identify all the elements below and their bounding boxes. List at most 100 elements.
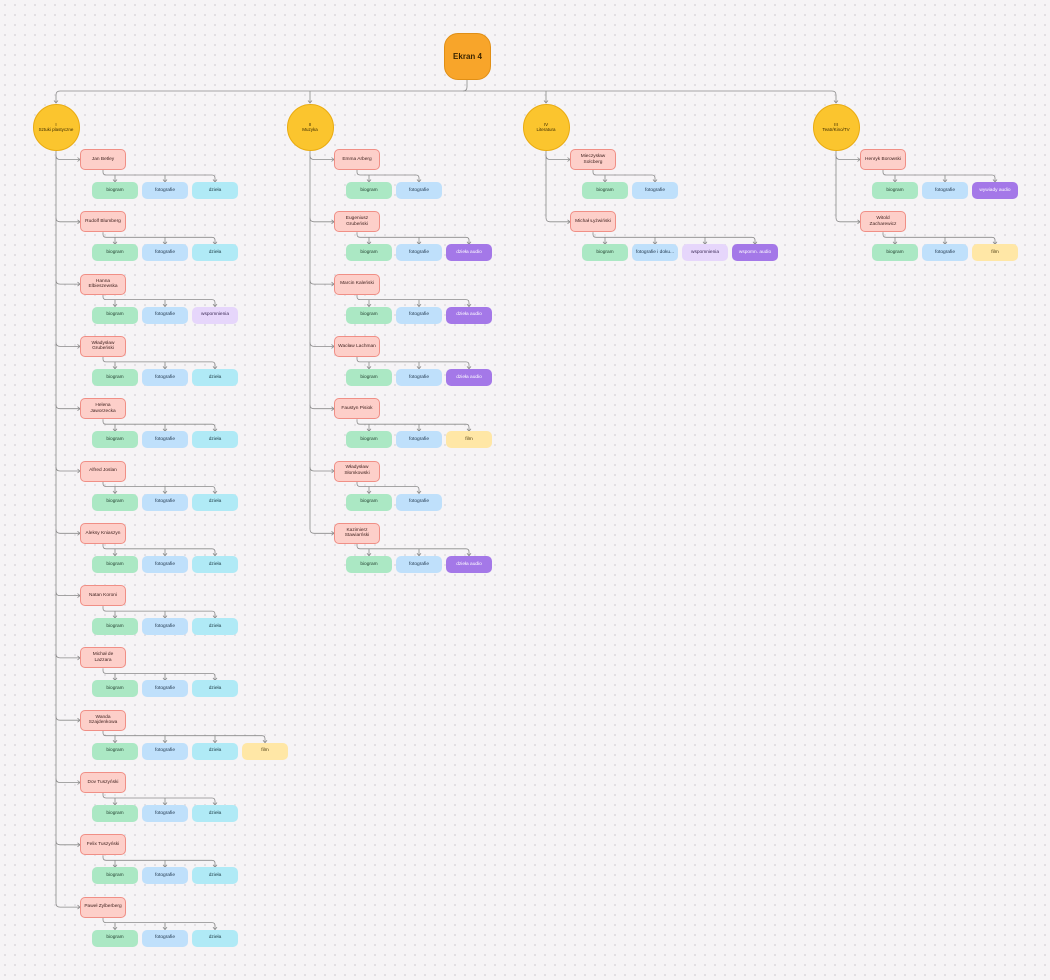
person-node-eugeniusz-grube-ski[interactable]: Eugeniusz Grubeński	[334, 211, 380, 233]
leaf-fotografie-alfred-joslan[interactable]: fotografie	[142, 493, 188, 511]
leaf-biogram-wac-aw-lachman[interactable]: biogram	[346, 368, 392, 386]
person-node-pawe-zylberberg[interactable]: Paweł Zylberberg	[80, 896, 126, 918]
leaf-fotografie-pawe-zylberberg[interactable]: fotografie	[142, 929, 188, 947]
leaf-fotografie-wac-aw-lachman[interactable]: fotografie	[396, 368, 442, 386]
person-node-jan-betley[interactable]: Jan Betley	[80, 149, 126, 170]
leaf-biogram-micha-y-wi-ski[interactable]: biogram	[582, 244, 628, 262]
person-node-rudolf-blumberg[interactable]: Rudolf Blumberg	[80, 211, 126, 233]
leaf-fotografie-micha-de-lazzara[interactable]: fotografie	[142, 680, 188, 698]
person-node-natan-koroni[interactable]: Natan Koroni	[80, 585, 126, 607]
leaf-biogram-aleksy-kniaszyn[interactable]: biogram	[92, 555, 138, 573]
leaf-film-witold-zacharewicz[interactable]: film	[972, 244, 1018, 262]
leaf-biogram-marcin-kale-ski[interactable]: biogram	[346, 306, 392, 324]
person-node-wac-aw-lachman[interactable]: Wacław Lachman	[334, 335, 380, 357]
leaf-biogram-henryk-borowski[interactable]: biogram	[872, 182, 918, 199]
leaf-wspomnienia-hanna-elbieszewska[interactable]: wspomnienia	[192, 306, 238, 324]
leaf-dzie-a-audio-wac-aw-lachman[interactable]: dzieła audio	[446, 368, 492, 386]
person-node-w-adys-aw-s-omkowski[interactable]: Władysław Słomkowski	[334, 460, 380, 482]
leaf-fotografie-faustyn-pisiok[interactable]: fotografie	[396, 431, 442, 449]
person-node-mieczys-aw-solcberg[interactable]: Mieczysław Solcberg	[570, 149, 616, 170]
leaf-fotografie-jan-betley[interactable]: fotografie	[142, 182, 188, 199]
person-node-marcin-kale-ski[interactable]: Marcin Kaleński	[334, 273, 380, 295]
leaf-dzie-a-alfred-joslan[interactable]: dzieła	[192, 493, 238, 511]
leaf-film-wanda-szajdenkowa[interactable]: film	[242, 742, 288, 760]
leaf-dzie-a-helena-jaworzecka[interactable]: dzieła	[192, 431, 238, 449]
leaf-biogram-emma-arberg[interactable]: biogram	[346, 182, 392, 199]
leaf-dzie-a-audio-marcin-kale-ski[interactable]: dzieła audio	[446, 306, 492, 324]
leaf-biogram-w-adys-aw-grube-ski[interactable]: biogram	[92, 368, 138, 386]
leaf-biogram-natan-koroni[interactable]: biogram	[92, 618, 138, 636]
person-node-wanda-szajdenkowa[interactable]: Wanda Szajdenkowa	[80, 709, 126, 731]
leaf-fotografie-wanda-szajdenkowa[interactable]: fotografie	[142, 742, 188, 760]
leaf-biogram-pawe-zylberberg[interactable]: biogram	[92, 929, 138, 947]
leaf-fotografie-w-adys-aw-s-omkowski[interactable]: fotografie	[396, 493, 442, 511]
leaf-fotografie-i-doku-micha-y-wi-ski[interactable]: fotografie i doku...	[632, 244, 678, 262]
person-node-felix-tuszy-ski[interactable]: Felix Tuszyński	[80, 834, 126, 856]
leaf-fotografie-emma-arberg[interactable]: fotografie	[396, 182, 442, 199]
leaf-biogram-helena-jaworzecka[interactable]: biogram	[92, 431, 138, 449]
leaf-film-faustyn-pisiok[interactable]: film	[446, 431, 492, 449]
leaf-dzie-a-micha-de-lazzara[interactable]: dzieła	[192, 680, 238, 698]
person-node-helena-jaworzecka[interactable]: Helena Jaworzecka	[80, 398, 126, 420]
leaf-dzie-a-aleksy-kniaszyn[interactable]: dzieła	[192, 555, 238, 573]
leaf-biogram-kazimierz-stawiar-ski[interactable]: biogram	[346, 555, 392, 573]
leaf-fotografie-marcin-kale-ski[interactable]: fotografie	[396, 306, 442, 324]
leaf-biogram-w-adys-aw-s-omkowski[interactable]: biogram	[346, 493, 392, 511]
leaf-fotografie-kazimierz-stawiar-ski[interactable]: fotografie	[396, 555, 442, 573]
leaf-biogram-dov-tuszy-ski[interactable]: biogram	[92, 805, 138, 822]
person-node-henryk-borowski[interactable]: Henryk Borowski	[860, 149, 906, 170]
leaf-dzie-a-pawe-zylberberg[interactable]: dzieła	[192, 929, 238, 947]
leaf-dzie-a-wanda-szajdenkowa[interactable]: dzieła	[192, 742, 238, 760]
leaf-biogram-witold-zacharewicz[interactable]: biogram	[872, 244, 918, 262]
person-node-hanna-elbieszewska[interactable]: Hanna Elbieszewska	[80, 273, 126, 295]
leaf-biogram-eugeniusz-grube-ski[interactable]: biogram	[346, 244, 392, 262]
person-node-aleksy-kniaszyn[interactable]: Aleksy Kniaszyn	[80, 522, 126, 544]
leaf-dzie-a-rudolf-blumberg[interactable]: dzieła	[192, 244, 238, 262]
person-node-faustyn-pisiok[interactable]: Faustyn Pisiok	[334, 398, 380, 420]
leaf-fotografie-eugeniusz-grube-ski[interactable]: fotografie	[396, 244, 442, 262]
leaf-biogram-mieczys-aw-solcberg[interactable]: biogram	[582, 182, 628, 199]
leaf-biogram-rudolf-blumberg[interactable]: biogram	[92, 244, 138, 262]
leaf-biogram-faustyn-pisiok[interactable]: biogram	[346, 431, 392, 449]
leaf-fotografie-helena-jaworzecka[interactable]: fotografie	[142, 431, 188, 449]
leaf-biogram-wanda-szajdenkowa[interactable]: biogram	[92, 742, 138, 760]
leaf-biogram-felix-tuszy-ski[interactable]: biogram	[92, 867, 138, 885]
leaf-fotografie-mieczys-aw-solcberg[interactable]: fotografie	[632, 182, 678, 199]
leaf-dzie-a-dov-tuszy-ski[interactable]: dzieła	[192, 805, 238, 822]
leaf-fotografie-dov-tuszy-ski[interactable]: fotografie	[142, 805, 188, 822]
person-node-witold-zacharewicz[interactable]: Witold Zacharewicz	[860, 211, 906, 233]
leaf-fotografie-w-adys-aw-grube-ski[interactable]: fotografie	[142, 368, 188, 386]
leaf-fotografie-rudolf-blumberg[interactable]: fotografie	[142, 244, 188, 262]
leaf-dzie-a-jan-betley[interactable]: dzieła	[192, 182, 238, 199]
leaf-dzie-a-audio-kazimierz-stawiar-ski[interactable]: dzieła audio	[446, 555, 492, 573]
leaf-fotografie-hanna-elbieszewska[interactable]: fotografie	[142, 306, 188, 324]
person-node-kazimierz-stawiar-ski[interactable]: Kazimierz Stawiarński	[334, 522, 380, 544]
leaf-biogram-hanna-elbieszewska[interactable]: biogram	[92, 306, 138, 324]
leaf-fotografie-felix-tuszy-ski[interactable]: fotografie	[142, 867, 188, 885]
person-node-alfred-joslan[interactable]: Alfred Joslan	[80, 460, 126, 482]
leaf-biogram-alfred-joslan[interactable]: biogram	[92, 493, 138, 511]
leaf-dzie-a-w-adys-aw-grube-ski[interactable]: dzieła	[192, 368, 238, 386]
leaf-biogram-jan-betley[interactable]: biogram	[92, 182, 138, 199]
leaf-dzie-a-felix-tuszy-ski[interactable]: dzieła	[192, 867, 238, 885]
leaf-dzie-a-audio-eugeniusz-grube-ski[interactable]: dzieła audio	[446, 244, 492, 262]
leaf-wywiady-audio-henryk-borowski[interactable]: wywiady audio	[972, 182, 1018, 199]
person-node-emma-arberg[interactable]: Emma Arberg	[334, 149, 380, 170]
leaf-dzie-a-natan-koroni[interactable]: dzieła	[192, 618, 238, 636]
leaf-wspomn-audio-micha-y-wi-ski[interactable]: wspomn. audio	[732, 244, 778, 262]
leaf-fotografie-aleksy-kniaszyn[interactable]: fotografie	[142, 555, 188, 573]
root-node[interactable]: Ekran 4	[444, 33, 491, 80]
leaf-fotografie-henryk-borowski[interactable]: fotografie	[922, 182, 968, 199]
person-node-w-adys-aw-grube-ski[interactable]: Władysław Grubeński	[80, 335, 126, 357]
leaf-fotografie-natan-koroni[interactable]: fotografie	[142, 618, 188, 636]
leaf-wspomnienia-micha-y-wi-ski[interactable]: wspomnienia	[682, 244, 728, 262]
leaf-fotografie-witold-zacharewicz[interactable]: fotografie	[922, 244, 968, 262]
person-node-micha-de-lazzara[interactable]: Michał de Lazzara	[80, 647, 126, 669]
person-node-dov-tuszy-ski[interactable]: Dov Tuszyński	[80, 772, 126, 793]
leaf-biogram-micha-de-lazzara[interactable]: biogram	[92, 680, 138, 698]
person-node-micha-y-wi-ski[interactable]: Michał Łyżwiński	[570, 211, 616, 233]
